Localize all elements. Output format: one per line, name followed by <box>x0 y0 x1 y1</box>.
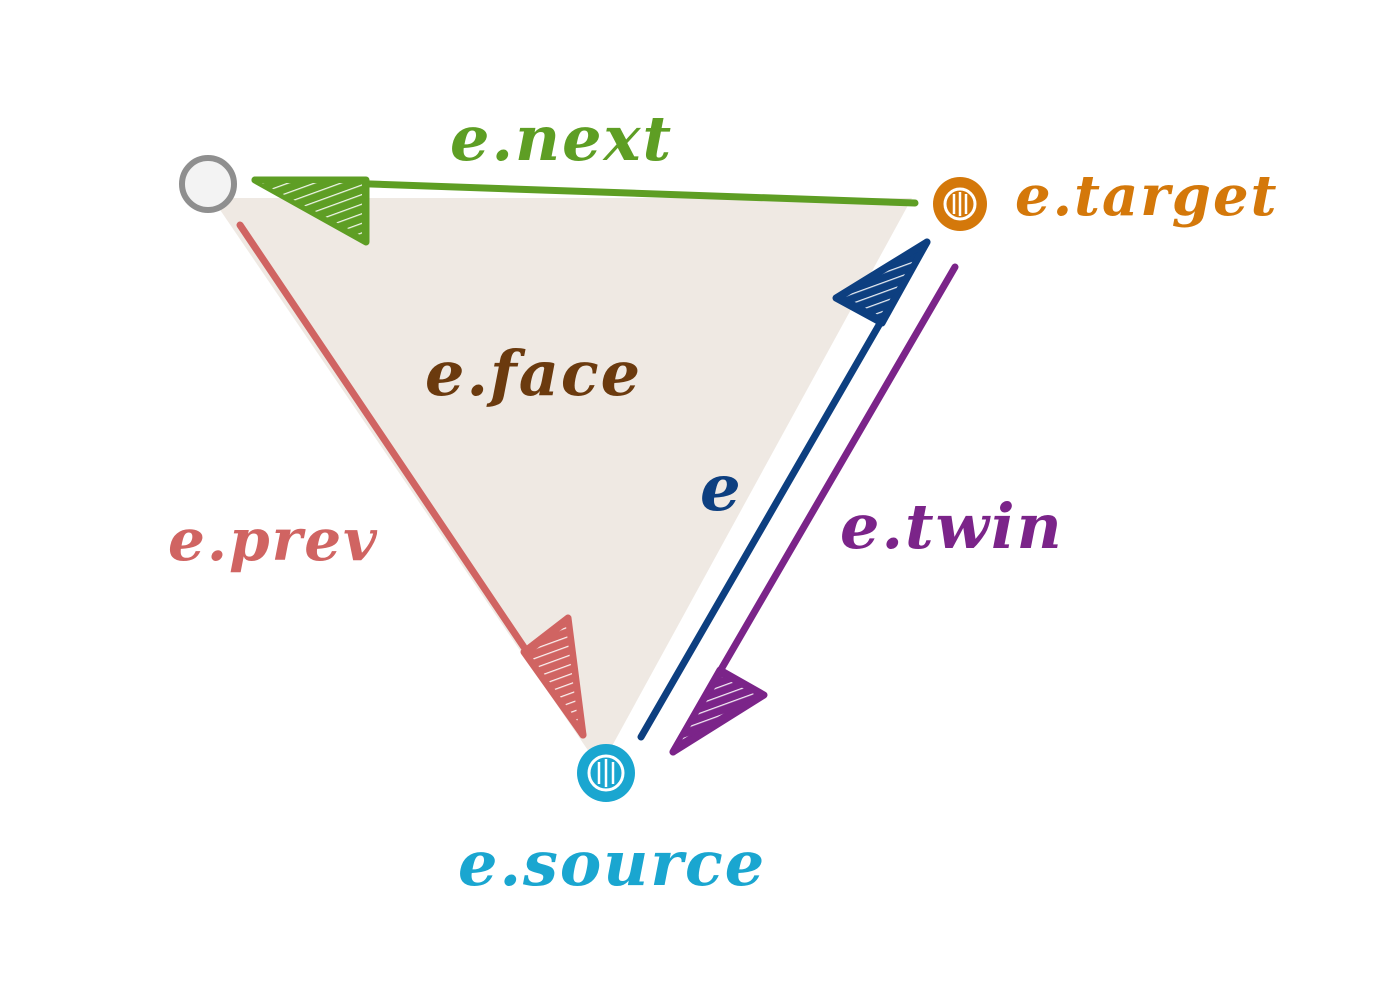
label-edge: e <box>700 451 743 526</box>
vertex-unnamed <box>179 155 237 213</box>
label-face: e.face <box>425 337 642 410</box>
label-source: e.source <box>458 827 766 900</box>
label-prev: e.prev <box>168 506 379 574</box>
label-target: e.target <box>1015 163 1278 229</box>
face-region <box>212 198 912 768</box>
vertex-target <box>933 177 987 231</box>
label-next: e.next <box>450 102 673 175</box>
label-twin: e.twin <box>840 490 1064 563</box>
vertex-source <box>577 744 635 802</box>
